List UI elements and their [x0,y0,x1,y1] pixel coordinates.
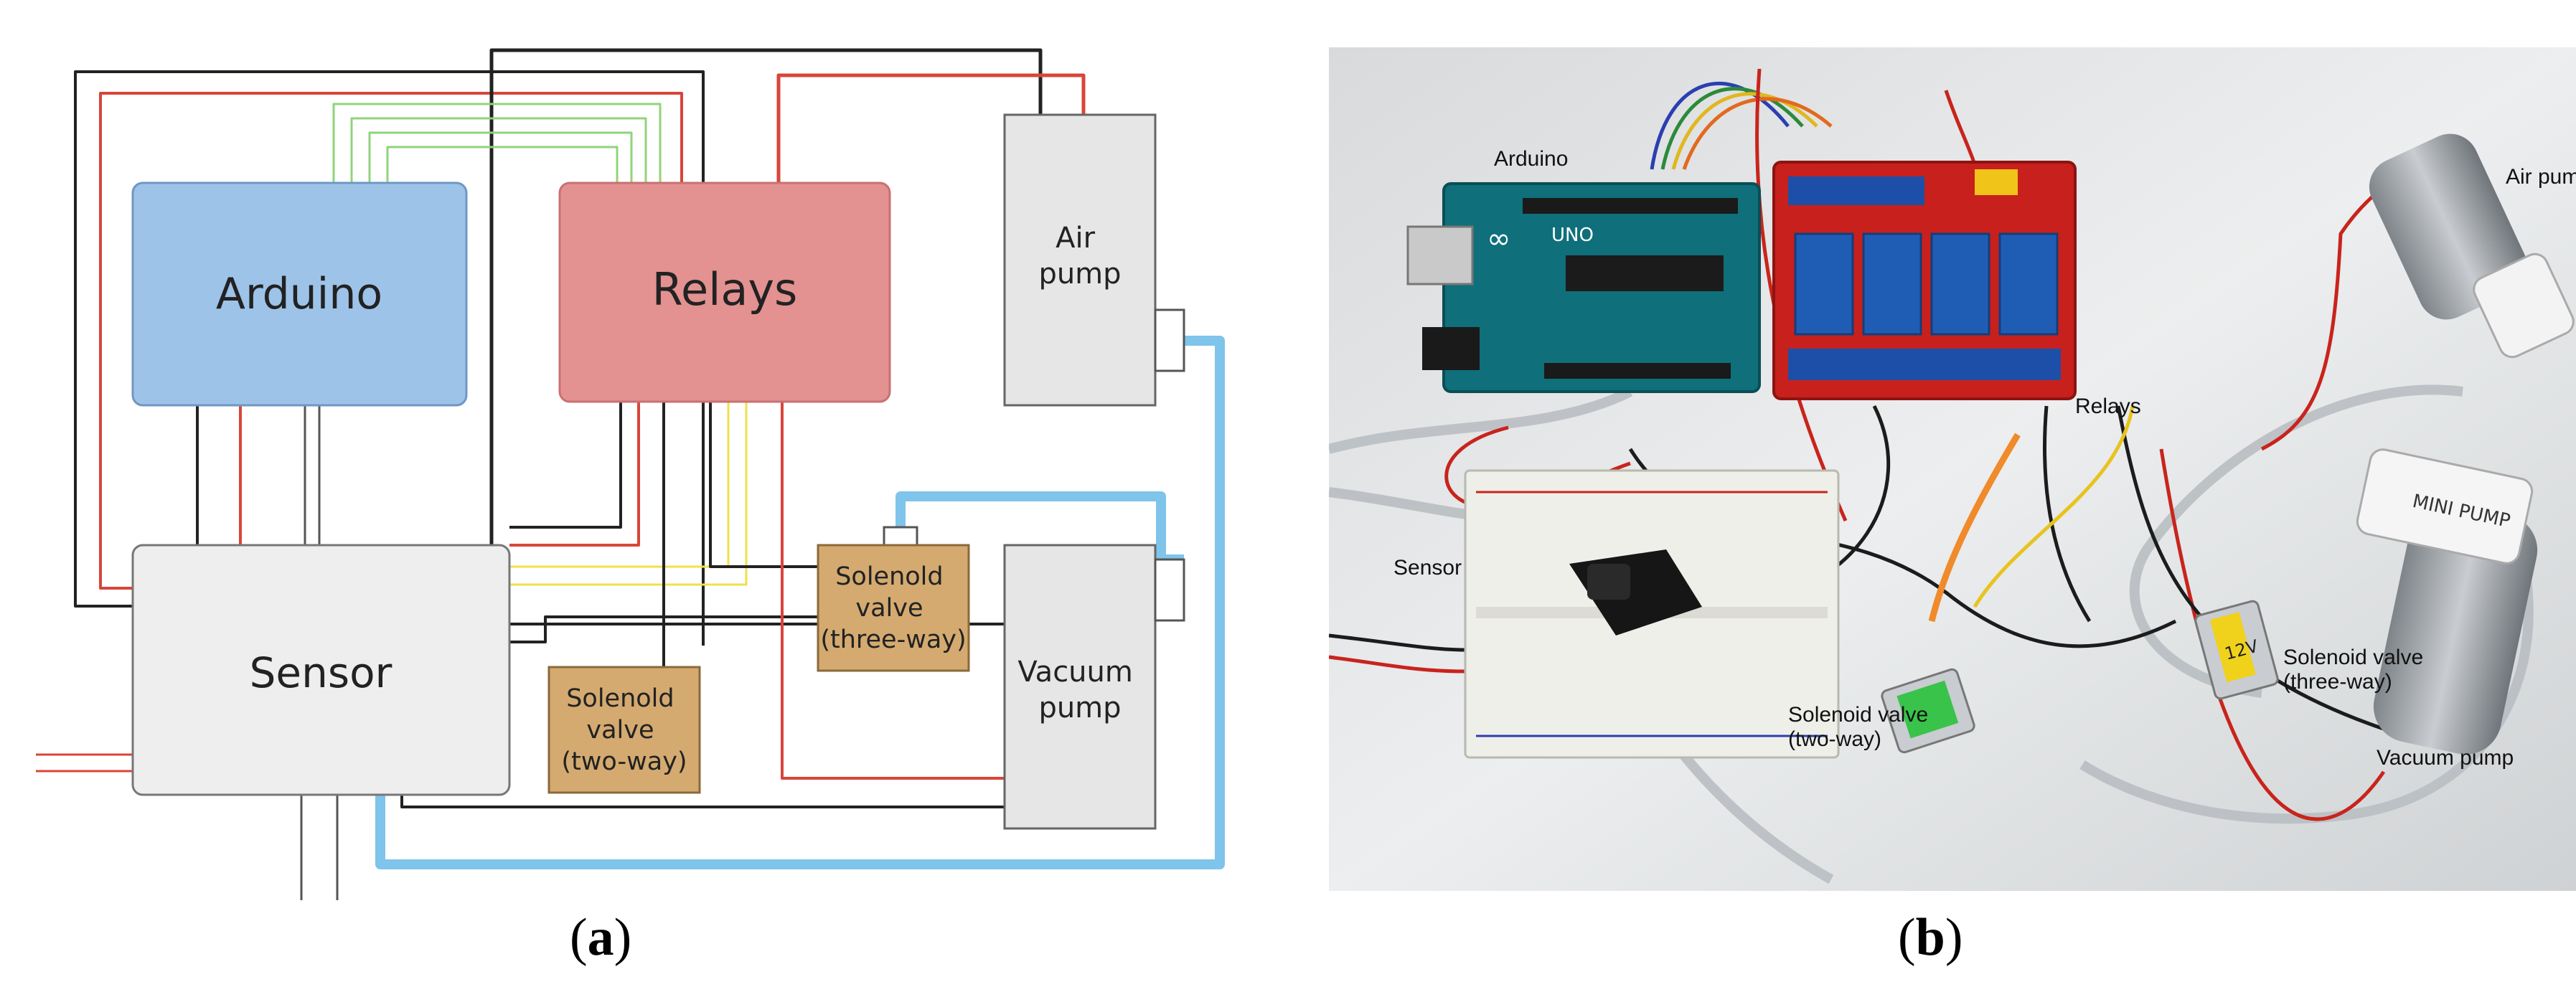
valve-three-way-line: (three-way) [820,625,966,654]
wire-yellow [1973,405,2135,608]
wire-green [386,146,619,183]
wire-black [400,795,1005,808]
caption-b: (b) [1898,908,1963,967]
tube [1329,387,1633,454]
vacuum-pump-label: Vacuum pump [1017,656,1142,724]
wire-black [509,615,818,643]
arduino-brand-text: UNO [1551,225,1594,246]
photo-label-arduino: Arduino [1494,147,1568,171]
valve-two-way-block [547,666,701,794]
photo-label-valve-three-way: Solenoid valve (three-way) [2283,646,2429,694]
wire-green [332,103,662,183]
air-pump-label-line: Air [1056,222,1095,255]
wire-yellow [1671,92,1818,170]
tube [375,336,1225,869]
photo-label-valve-two-way-line: Solenoid valve [1788,703,1928,727]
wire-black [709,402,818,568]
hardware-photo: UNO ∞ MINI PUMP 12V [1329,47,2576,891]
valve-two-way-line: valve [586,716,654,745]
photo-label-valve-two-way-line: (two-way) [1788,727,1881,751]
wire-green [350,117,647,183]
valve-two-way-line: Solenold [566,684,674,713]
valve-two-way-line: (two-way) [561,747,687,776]
air-pump-port [1154,308,1185,372]
arduino-logo-icon: ∞ [1487,222,1510,255]
tube [2079,504,2534,824]
photo-label-valve-three-way-line: Solenoid valve [2283,646,2423,669]
wire-black [1329,633,1466,652]
air-pump-label-line: pump [1038,258,1121,291]
solenoid-valve-two-way [1881,668,1975,754]
arduino-label: Arduino [216,269,382,319]
sensor-label: Sensor [250,648,392,697]
wire-gray [304,405,321,545]
valve-three-way-block [817,544,970,672]
arduino-block [131,181,468,407]
wire-red [1329,655,1466,674]
wire-orange [1682,97,1833,170]
relay-module [1772,161,2077,400]
photo-label-valve-three-way-line: (three-way) [2283,670,2392,694]
sensor-block [131,544,511,796]
wire-green [368,131,633,183]
solenoid-valve-three-way: 12V [2194,600,2279,700]
wire-red [509,402,640,547]
vacuum-pump-label-line: pump [1038,691,1121,724]
valve-two-way-label: Solenold valve (two-way) [561,684,687,776]
valve-three-way-line: valve [855,594,923,623]
air-pump-label: Air pump [1038,222,1121,291]
wire-blue [1650,82,1790,170]
schematic-diagram: Arduino Relays Air pump Sensor Solenold … [36,48,1225,900]
air-pump-block [1003,113,1157,407]
photo-label-relays: Relays [2075,395,2141,418]
wire-orange [1928,433,2021,623]
vacuum-pump: MINI PUMP [2356,448,2538,755]
relays-block [558,181,891,403]
valve-three-way-label: Solenold valve (three-way) [820,562,966,654]
relays-label: Relays [652,263,798,316]
vacuum-pump-block [1003,544,1157,830]
wire-black [509,402,622,529]
wire-red [781,402,1005,780]
photo-label-vacuum-pump: Vacuum pump [2377,746,2514,770]
valve-three-way-line: Solenold [835,562,943,591]
wire-green [1660,87,1804,170]
caption-b-letter: b [1915,908,1945,967]
pressure-sensor [1569,549,1702,636]
wire-red [2159,448,2386,821]
vacuum-pump-port [1154,558,1185,622]
wire-yellow [509,402,730,568]
photo-label-valve-two-way: Solenoid valve (two-way) [1788,703,1934,751]
wire-black [489,48,1043,624]
photo-label-sensor: Sensor [1393,556,1462,580]
caption-a: (a) [570,908,632,967]
caption-a-letter: a [587,908,614,967]
tube [2129,384,2463,698]
wire-yellow [509,402,748,586]
vacuum-pump-label-line: Vacuum [1017,656,1132,689]
photo-label-air-pump: Air pump [2506,165,2576,189]
wire-gray [300,795,339,900]
arduino-board: UNO ∞ [1406,182,1761,393]
wire-black [2116,405,2406,738]
air-pump [2369,133,2575,359]
